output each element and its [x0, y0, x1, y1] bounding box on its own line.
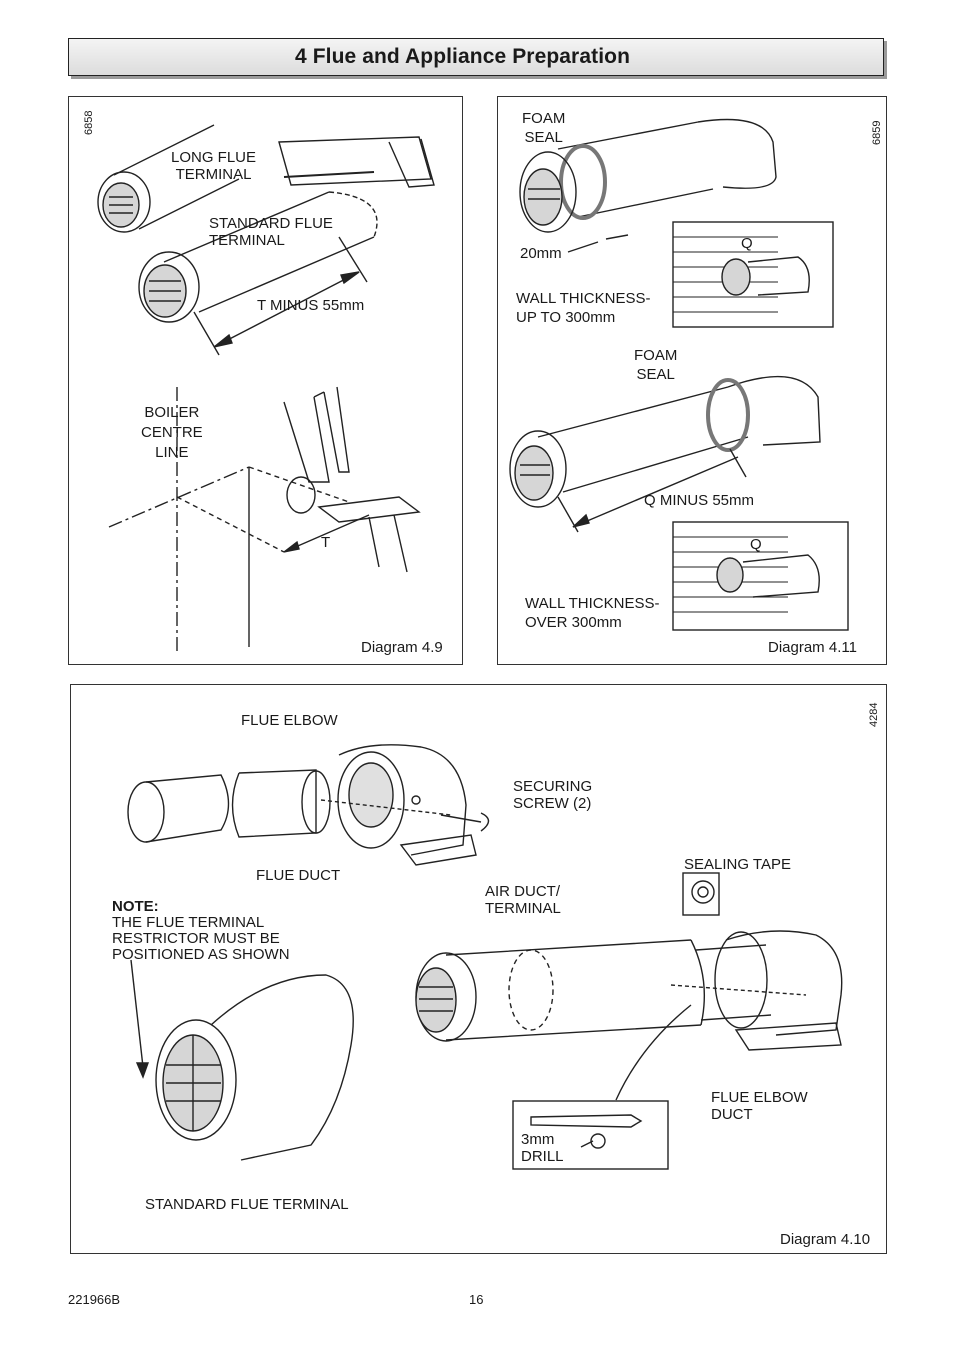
q-lower-label: Q — [750, 536, 762, 553]
q-upper-label: Q — [741, 235, 753, 252]
diagram-4-9-panel: 6858 LONG FLUE TERMINAL STANDARD FLUE TE… — [68, 96, 463, 665]
wall-over-300-label: WALL THICKNESS- OVER 300mm — [525, 595, 660, 631]
flue-elbow-duct-label: FLUE ELBOW DUCT — [711, 1089, 808, 1123]
q-minus-label: Q MINUS 55mm — [644, 492, 755, 509]
drill-label: 3mm DRILL — [521, 1131, 564, 1165]
diagram-code: 6859 — [871, 120, 883, 145]
flue-elbow-label: FLUE ELBOW — [241, 712, 338, 729]
section-title: 4 Flue and Appliance Preparation — [295, 45, 630, 68]
diagram-4-10-panel: 4284 FLUE ELBOW SECURING SCREW (2) FLUE … — [70, 684, 887, 1254]
section-header: 4 Flue and Appliance Preparation — [68, 38, 884, 76]
long-flue-label: LONG FLUE TERMINAL — [171, 149, 257, 183]
diagram-caption: Diagram 4.10 — [780, 1231, 871, 1248]
standard-flue-label: STANDARD FLUE TERMINAL — [209, 215, 333, 249]
air-duct-label: AIR DUCT/ TERMINAL — [485, 883, 561, 917]
flue-duct-label: FLUE DUCT — [256, 867, 341, 884]
diagram-code: 4284 — [868, 702, 880, 727]
note-title: NOTE: — [112, 898, 159, 915]
securing-screw-label: SECURING SCREW (2) — [513, 778, 593, 812]
diagram-4-10-illustration — [127, 744, 843, 1170]
sealing-tape-label: SEALING TAPE — [684, 856, 791, 873]
wall-up-to-300-label: WALL THICKNESS- UP TO 300mm — [516, 290, 651, 326]
dimension-20mm-label: 20mm — [520, 245, 562, 262]
diagram-4-11-illustration — [509, 118, 849, 631]
diagram-code: 6858 — [83, 110, 95, 135]
diagram-caption: Diagram 4.11 — [768, 639, 857, 656]
boiler-centre-label: BOILER CENTRE LINE — [141, 404, 203, 461]
note-body: THE FLUE TERMINAL RESTRICTOR MUST BE POS… — [112, 914, 290, 963]
diagram-4-9-illustration — [97, 124, 435, 652]
diagram-caption: Diagram 4.9 — [361, 639, 443, 656]
t-label: T — [321, 534, 331, 551]
foam-seal-upper-label: FOAM SEAL — [522, 110, 566, 146]
document-code: 221966B — [68, 1292, 121, 1307]
diagram-4-11-panel: 6859 FOAM SEAL 20mm WALL THICKNESS- UP T… — [497, 96, 887, 665]
page-number: 16 — [469, 1292, 484, 1307]
standard-flue-terminal-label: STANDARD FLUE TERMINAL — [145, 1196, 349, 1213]
t-minus-label: T MINUS 55mm — [257, 297, 365, 314]
foam-seal-lower-label: FOAM SEAL — [634, 347, 678, 383]
